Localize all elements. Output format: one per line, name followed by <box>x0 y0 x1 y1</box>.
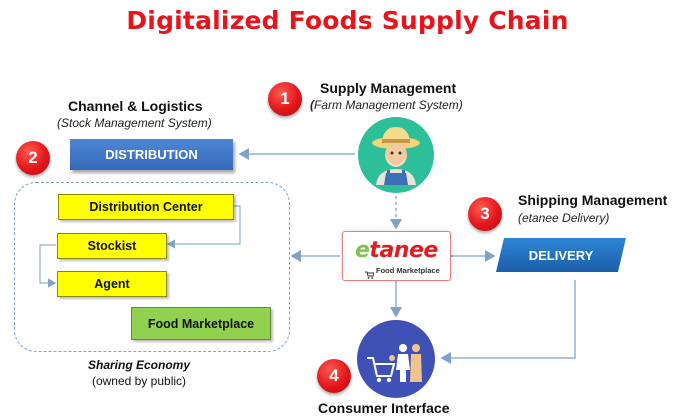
step-1-badge: 1 <box>268 82 302 116</box>
sharing-economy-caption: Sharing Economy <box>87 358 191 372</box>
distribution-button[interactable]: DISTRIBUTION <box>70 139 233 170</box>
shipping-management-subheading: (etanee Delivery) <box>518 211 610 225</box>
diagram-title: Digitalized Foods Supply Chain <box>126 6 569 35</box>
food-marketplace-box[interactable]: Food Marketplace <box>131 307 271 340</box>
step-3-badge: 3 <box>468 197 502 231</box>
stockist-to-agent-arrow <box>39 244 57 288</box>
step-2-badge: 2 <box>16 141 50 175</box>
dc-to-stockist-arrow <box>166 205 241 249</box>
delivery-button-label: DELIVERY <box>528 247 594 263</box>
delivery-to-consumer-arrow <box>440 280 576 364</box>
delivery-button[interactable]: DELIVERY <box>496 238 626 272</box>
channel-logistics-subheading: (Stock Management System) <box>57 116 212 130</box>
stockist-box[interactable]: Stockist <box>57 233 167 259</box>
channel-logistics-heading: Channel & Logistics <box>68 98 203 114</box>
farmer-icon <box>358 117 434 193</box>
etanee-logo[interactable]: etanee Food Marketplace <box>342 231 451 281</box>
distribution-center-box[interactable]: Distribution Center <box>58 194 234 220</box>
etanee-tagline: Food Marketplace <box>376 266 440 275</box>
sharing-economy-panel <box>14 182 290 352</box>
etanee-logo-wordmark: etanee <box>355 238 438 263</box>
supply-management-subheading: (Farm Management System) <box>310 98 463 112</box>
supply-management-heading: Supply Management <box>320 80 457 96</box>
shopping-family-icon <box>357 320 435 398</box>
consumer-interface-heading: Consumer Interface <box>318 400 450 416</box>
shipping-management-heading: Shipping Management <box>518 192 668 208</box>
sharing-economy-subcaption: (owned by public) <box>91 374 187 388</box>
agent-box[interactable]: Agent <box>57 271 167 297</box>
cart-mini-icon <box>365 266 375 284</box>
step-4-badge: 4 <box>317 359 351 393</box>
